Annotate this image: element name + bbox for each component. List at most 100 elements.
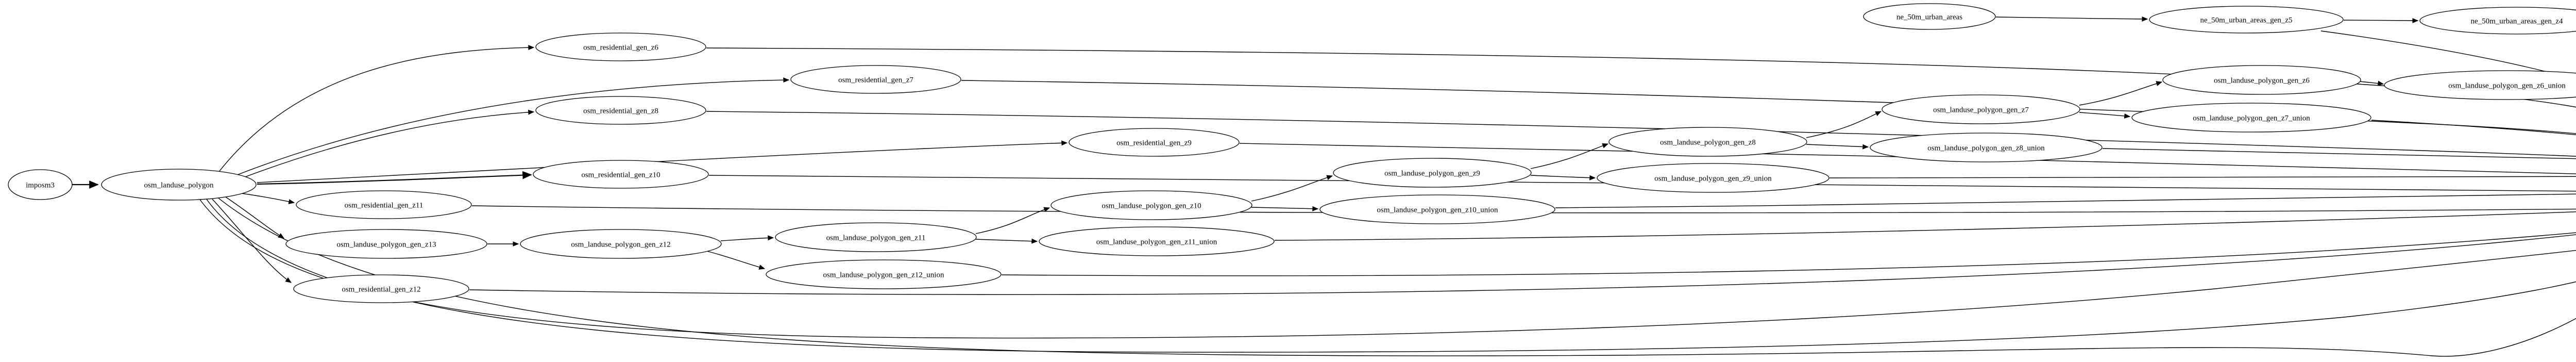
edge-osm_landuse_polygon_gen_z7-to-osm_landuse_polygon_gen_z7_union — [2079, 112, 2131, 119]
edge-osm_landuse_polygon_gen_z11_union-to-layer_landuse.z11 — [1274, 211, 2576, 241]
node-label: osm_landuse_polygon_gen_z13 — [336, 240, 436, 249]
node-ellipse — [535, 96, 706, 125]
edge-osm_landuse_polygon-to-osm_residential_gen_z12 — [212, 199, 292, 283]
node-ne_50m_urban_areas_gen_z4: ne_50m_urban_areas_gen_z4 — [2419, 7, 2576, 35]
node-osm_residential_gen_z12: osm_residential_gen_z12 — [293, 274, 469, 303]
edge-osm_landuse_polygon_gen_z9-to-osm_landuse_polygon_gen_z8 — [1530, 143, 1609, 169]
edge-osm_landuse_polygon-to-layer_landuse.z14+ — [206, 198, 2576, 353]
node-osm_landuse_polygon_gen_z7: osm_landuse_polygon_gen_z7 — [1882, 94, 2080, 124]
node-osm_landuse_polygon_gen_z9: osm_landuse_polygon_gen_z9 — [1333, 158, 1532, 188]
node-label: osm_landuse_polygon_gen_z10_union — [1377, 206, 1498, 214]
node-ellipse — [1882, 94, 2080, 124]
node-osm_residential_gen_z6: osm_residential_gen_z6 — [535, 32, 706, 61]
node-osm_landuse_polygon_gen_z7_union: osm_landuse_polygon_gen_z7_union — [2131, 103, 2371, 133]
node-ellipse — [1333, 158, 1532, 188]
node-label: osm_landuse_polygon_gen_z12 — [571, 240, 670, 249]
node-ne_50m_urban_areas_gen_z5: ne_50m_urban_areas_gen_z5 — [2149, 6, 2344, 34]
node-osm_landuse_polygon_gen_z8_union: osm_landuse_polygon_gen_z8_union — [1870, 133, 2103, 162]
node-label: ne_50m_urban_areas — [1896, 13, 1962, 21]
edges — [72, 16, 2576, 357]
node-label: ne_50m_urban_areas_gen_z4 — [2470, 17, 2563, 25]
edge-osm_landuse_polygon_gen_z12-to-osm_landuse_polygon_gen_z11 — [720, 235, 774, 241]
node-osm_landuse_polygon_gen_z13: osm_landuse_polygon_gen_z13 — [285, 229, 487, 259]
node-osm_landuse_polygon_gen_z9_union: osm_landuse_polygon_gen_z9_union — [1597, 163, 1829, 193]
edge-osm_landuse_polygon_gen_z11-to-osm_landuse_polygon_gen_z11_union — [975, 238, 1038, 244]
edge-osm_landuse_polygon_gen_z8-to-osm_landuse_polygon_gen_z7 — [1806, 111, 1882, 138]
node-osm_landuse_polygon_gen_z12_union: osm_landuse_polygon_gen_z12_union — [766, 259, 1002, 289]
edge-osm_landuse_polygon_gen_z7-to-osm_landuse_polygon_gen_z6 — [2079, 81, 2163, 106]
node-ellipse — [1608, 127, 1807, 157]
node-ellipse — [1597, 163, 1829, 193]
node-ellipse — [285, 229, 487, 259]
node-osm_landuse_polygon_gen_z12: osm_landuse_polygon_gen_z12 — [520, 229, 722, 259]
node-label: osm_residential_gen_z10 — [581, 171, 660, 179]
node-ellipse — [2384, 70, 2576, 100]
node-osm_residential_gen_z10: osm_residential_gen_z10 — [533, 160, 709, 189]
node-osm_residential_gen_z8: osm_residential_gen_z8 — [535, 96, 706, 125]
edge-osm_residential_gen_z6-to-layer_landuse.z6 — [706, 47, 2576, 108]
node-ellipse — [1039, 226, 1275, 256]
edge-osm_landuse_polygon_gen_z10-to-osm_landuse_polygon_gen_z9 — [1251, 175, 1333, 202]
node-label: osm_landuse_polygon_gen_z7 — [1933, 106, 2029, 114]
edge-ne_50m_urban_areas_gen_z5-to-ne_50m_urban_areas_gen_z4 — [2343, 18, 2419, 23]
node-label: osm_landuse_polygon_gen_z11 — [826, 234, 926, 242]
node-ellipse — [1069, 128, 1240, 157]
node-label: osm_residential_gen_z6 — [583, 43, 658, 52]
node-label: osm_landuse_polygon — [144, 181, 214, 189]
edge-osm_landuse_polygon-to-osm_residential_gen_z9 — [257, 140, 1068, 183]
node-osm_landuse_polygon_gen_z10_union: osm_landuse_polygon_gen_z10_union — [1319, 194, 1555, 224]
node-label: osm_residential_gen_z9 — [1116, 139, 1192, 147]
node-ellipse — [535, 32, 706, 61]
edge-osm_landuse_polygon_gen_z9_union-to-layer_landuse.z9 — [1829, 176, 2576, 178]
edge-osm_landuse_polygon-to-osm_landuse_polygon_gen_z13 — [225, 196, 285, 239]
edge-ne_50m_urban_areas-to-ne_50m_urban_areas_gen_z5 — [1995, 16, 2148, 22]
node-ellipse — [533, 160, 709, 189]
node-label: osm_landuse_polygon_gen_z9 — [1384, 169, 1480, 177]
node-ellipse — [296, 190, 472, 219]
node-label: osm_landuse_polygon_gen_z9_union — [1654, 174, 1772, 183]
edge-osm_landuse_polygon-to-osm_residential_gen_z10 — [257, 171, 532, 185]
node-label: osm_landuse_polygon_gen_z11_union — [1096, 238, 1217, 246]
node-ellipse — [790, 65, 961, 94]
edge-osm_landuse_polygon-to-osm_residential_gen_z11 — [238, 192, 295, 204]
node-ellipse — [2419, 7, 2576, 35]
node-ellipse — [293, 274, 469, 303]
node-label: osm_landuse_polygon_gen_z7_union — [2193, 114, 2310, 122]
node-ellipse — [520, 229, 722, 259]
node-osm_landuse_polygon_gen_z11_union: osm_landuse_polygon_gen_z11_union — [1039, 226, 1275, 256]
edge-osm_residential_gen_z12-to-layer_landuse.z12 — [469, 234, 2576, 295]
edge-osm_landuse_polygon_gen_z9-to-osm_landuse_polygon_gen_z9_union — [1530, 175, 1596, 180]
node-ellipse — [2162, 65, 2361, 95]
node-label: osm_residential_gen_z7 — [838, 76, 913, 84]
edge-osm_landuse_polygon-to-osm_residential_gen_z8 — [241, 109, 535, 179]
node-osm_residential_gen_z7: osm_residential_gen_z7 — [790, 65, 961, 94]
edge-osm_landuse_polygon_gen_z12-to-osm_landuse_polygon_gen_z12_union — [706, 251, 766, 270]
edge-osm_landuse_polygon-to-osm_residential_gen_z6 — [218, 45, 535, 172]
edge-osm_landuse_polygon-to-layer_landuse.z13 — [199, 199, 2576, 339]
node-label: osm_residential_gen_z12 — [342, 285, 420, 293]
node-imposm3: imposm3 — [8, 169, 73, 200]
edge-osm_landuse_polygon-to-layer_landuse.z14+ — [216, 196, 2576, 357]
node-osm_landuse_polygon_gen_z6: osm_landuse_polygon_gen_z6 — [2162, 65, 2361, 95]
node-ellipse — [2149, 6, 2344, 34]
edge-osm_landuse_polygon_gen_z8-to-osm_landuse_polygon_gen_z8_union — [1806, 144, 1869, 150]
node-label: osm_landuse_polygon_gen_z6_union — [2448, 81, 2566, 90]
node-label: osm_landuse_polygon_gen_z12_union — [823, 271, 944, 279]
node-ellipse — [766, 259, 1002, 289]
node-ellipse — [775, 222, 977, 252]
edge-osm_landuse_polygon_gen_z7_union-to-layer_landuse.z7 — [2371, 120, 2576, 136]
edge-osm_landuse_polygon_gen_z11-to-osm_landuse_polygon_gen_z10 — [975, 207, 1050, 234]
edge-osm_landuse_polygon-to-osm_residential_gen_z7 — [235, 77, 790, 176]
edge-osm_landuse_polygon_gen_z6-to-osm_landuse_polygon_gen_z6_union — [2360, 80, 2384, 86]
node-osm_landuse_polygon_gen_z10: osm_landuse_polygon_gen_z10 — [1050, 190, 1252, 220]
node-osm_residential_gen_z9: osm_residential_gen_z9 — [1069, 128, 1240, 157]
node-label: imposm3 — [26, 181, 55, 189]
node-label: osm_landuse_polygon_gen_z6 — [2214, 76, 2310, 85]
node-osm_landuse_polygon_gen_z8: osm_landuse_polygon_gen_z8 — [1608, 127, 1807, 157]
edge-osm_residential_gen_z11-to-layer_landuse.z11 — [471, 205, 2576, 213]
edge-osm_landuse_polygon_gen_z12_union-to-layer_landuse.z12 — [1001, 232, 2576, 276]
edge-osm_landuse_polygon_gen_z8_union-to-layer_landuse.z8 — [2102, 148, 2576, 159]
node-label: osm_landuse_polygon_gen_z8_union — [1927, 144, 2045, 152]
